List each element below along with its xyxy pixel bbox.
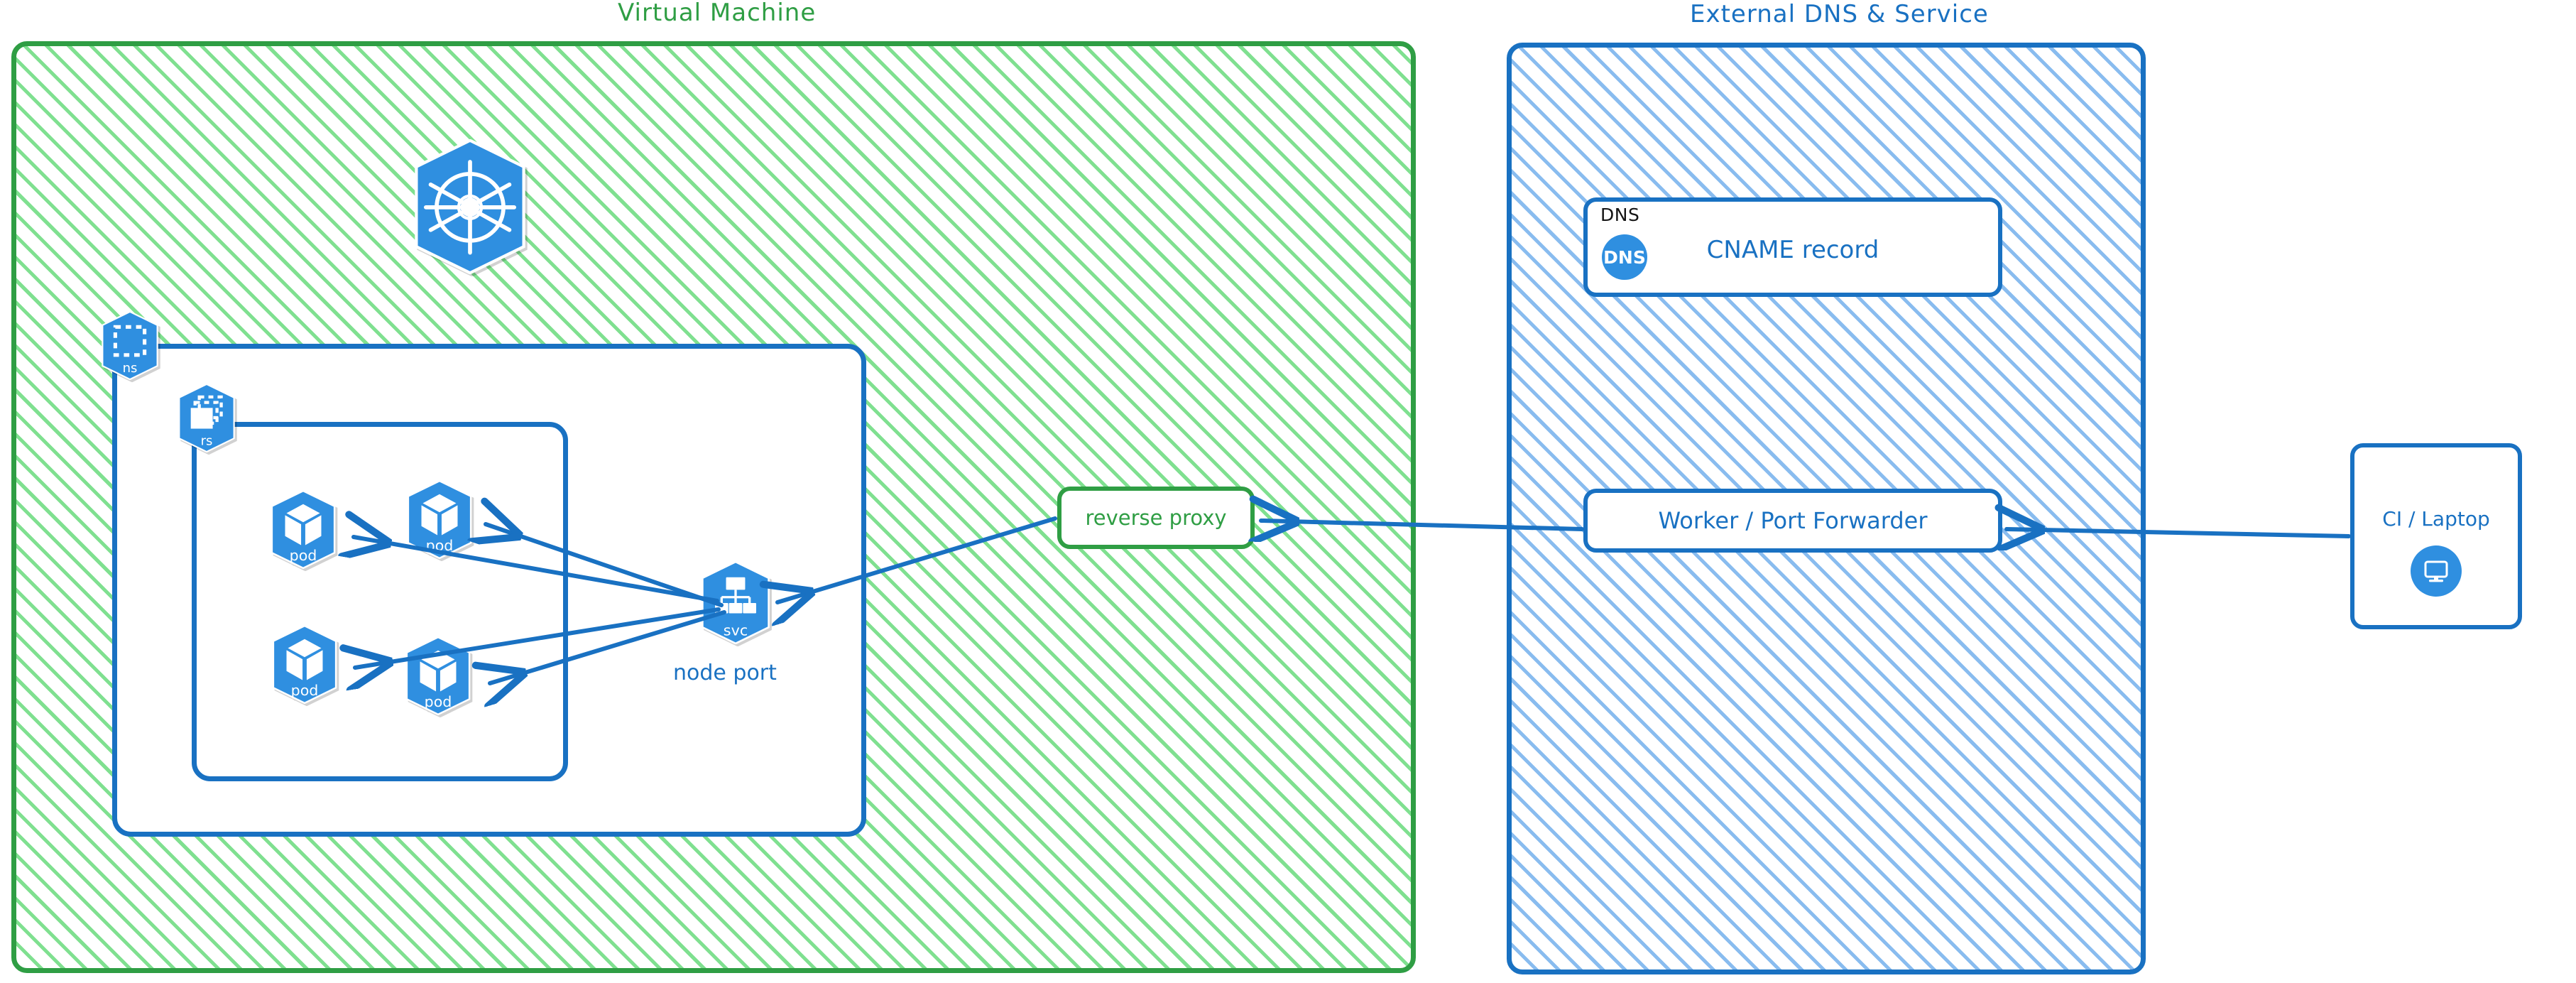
pod-icon-bottom-left[interactable]: pod bbox=[270, 625, 339, 704]
kubernetes-logo bbox=[410, 139, 530, 274]
svg-text:svc: svc bbox=[724, 622, 748, 639]
dns-badge-icon: DNS bbox=[1602, 234, 1647, 280]
svg-text:pod: pod bbox=[291, 682, 319, 699]
namespace-icon[interactable]: ns bbox=[99, 311, 160, 380]
desktop-monitor-icon bbox=[2411, 545, 2462, 597]
pod-icon-bottom-right[interactable]: pod bbox=[403, 636, 473, 715]
svg-text:ns: ns bbox=[123, 361, 138, 376]
pod-icon-top-right[interactable]: pod bbox=[405, 480, 474, 559]
svg-text:rs: rs bbox=[201, 434, 213, 449]
replicaset-boundary-rect[interactable] bbox=[192, 422, 568, 781]
cname-record-label: CNAME record bbox=[1706, 236, 1879, 264]
virtual-machine-title: Virtual Machine bbox=[618, 0, 817, 27]
svg-text:pod: pod bbox=[290, 547, 317, 564]
reverse-proxy-box[interactable]: reverse proxy bbox=[1057, 487, 1255, 549]
reverse-proxy-label: reverse proxy bbox=[1085, 506, 1227, 530]
svg-text:pod: pod bbox=[426, 537, 454, 554]
ci-laptop-box[interactable]: CI / Laptop bbox=[2350, 443, 2522, 629]
dns-cname-box[interactable]: DNS DNS CNAME record bbox=[1583, 197, 2002, 297]
worker-port-forwarder-box[interactable]: Worker / Port Forwarder bbox=[1583, 489, 2002, 553]
pod-icon-top-left[interactable]: pod bbox=[268, 490, 338, 569]
ci-laptop-label: CI / Laptop bbox=[2382, 507, 2490, 531]
node-port-label: node port bbox=[673, 661, 777, 685]
service-icon[interactable]: svc bbox=[699, 561, 773, 644]
dns-tag-label: DNS bbox=[1600, 205, 1640, 225]
replicaset-icon[interactable]: rs bbox=[176, 384, 237, 452]
svg-text:pod: pod bbox=[425, 693, 452, 710]
worker-port-forwarder-label: Worker / Port Forwarder bbox=[1658, 507, 1928, 534]
external-dns-service-title: External DNS & Service bbox=[1690, 0, 1989, 28]
